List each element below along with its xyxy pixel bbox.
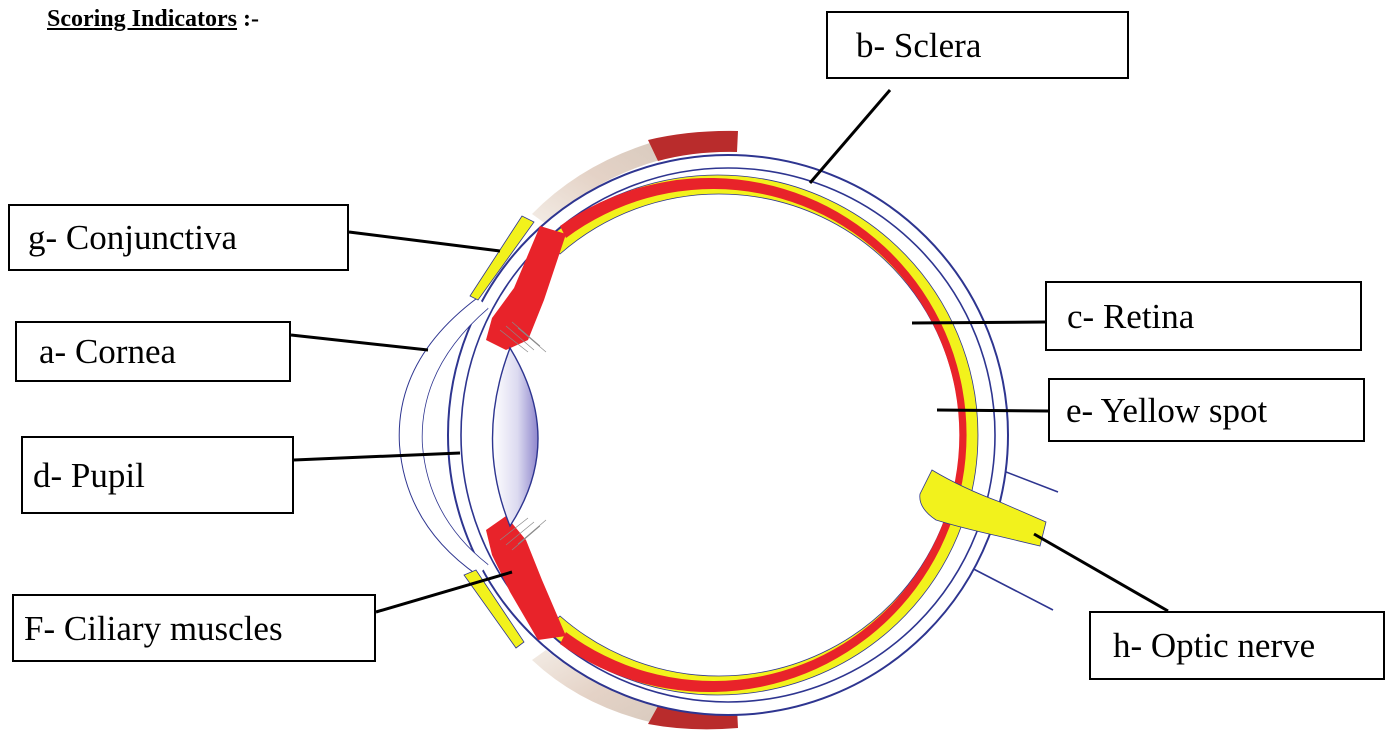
- leader-optic-nerve: [1034, 534, 1168, 611]
- label-ciliary-muscles: F- Ciliary muscles: [12, 594, 376, 662]
- leader-cornea: [291, 335, 428, 350]
- label-conjunctiva: g- Conjunctiva: [8, 204, 349, 271]
- label-cornea: a- Cornea: [15, 321, 291, 382]
- label-retina: c- Retina: [1045, 281, 1362, 351]
- label-yellow-spot: e- Yellow spot: [1048, 378, 1365, 442]
- leader-conjunctiva: [349, 232, 500, 251]
- label-pupil: d- Pupil: [21, 436, 294, 514]
- label-optic-nerve: h- Optic nerve: [1089, 611, 1385, 680]
- leader-pupil: [294, 453, 460, 460]
- leader-yellow-spot: [937, 410, 1048, 411]
- label-sclera: b- Sclera: [826, 11, 1129, 79]
- leader-retina: [912, 322, 1045, 323]
- leader-sclera: [810, 90, 890, 183]
